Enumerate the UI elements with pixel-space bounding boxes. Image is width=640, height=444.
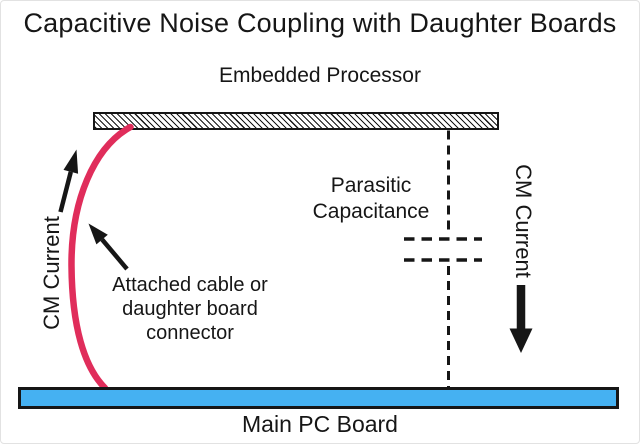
attached-cable-label-line1: Attached cable or xyxy=(112,274,268,296)
embedded-processor-board xyxy=(93,112,499,130)
attached-cable-label: Attached cable or daughter board connect… xyxy=(95,273,285,345)
parasitic-capacitance-label: Parasitic Capacitance xyxy=(281,173,461,225)
cm-current-down-arrow-icon xyxy=(509,285,533,353)
attached-cable-label-line2: daughter board xyxy=(122,298,258,320)
main-pc-board-label: Main PC Board xyxy=(242,411,398,437)
embedded-processor-label: Embedded Processor xyxy=(219,64,421,87)
attached-cable-label-line3: connector xyxy=(146,322,234,344)
attached-cable-pointer-arrow-icon xyxy=(88,223,129,271)
cm-current-right-label: CM Current xyxy=(511,164,536,278)
attached-cable-curve xyxy=(68,123,134,392)
main-pc-board xyxy=(18,387,619,409)
cm-current-left-label: CM Current xyxy=(39,216,64,330)
cm-current-up-arrow-icon xyxy=(58,149,79,213)
page-title: Capacitive Noise Coupling with Daughter … xyxy=(23,8,617,38)
parasitic-capacitance-line2: Capacitance xyxy=(312,200,430,223)
parasitic-capacitance-line1: Parasitic xyxy=(330,174,412,197)
